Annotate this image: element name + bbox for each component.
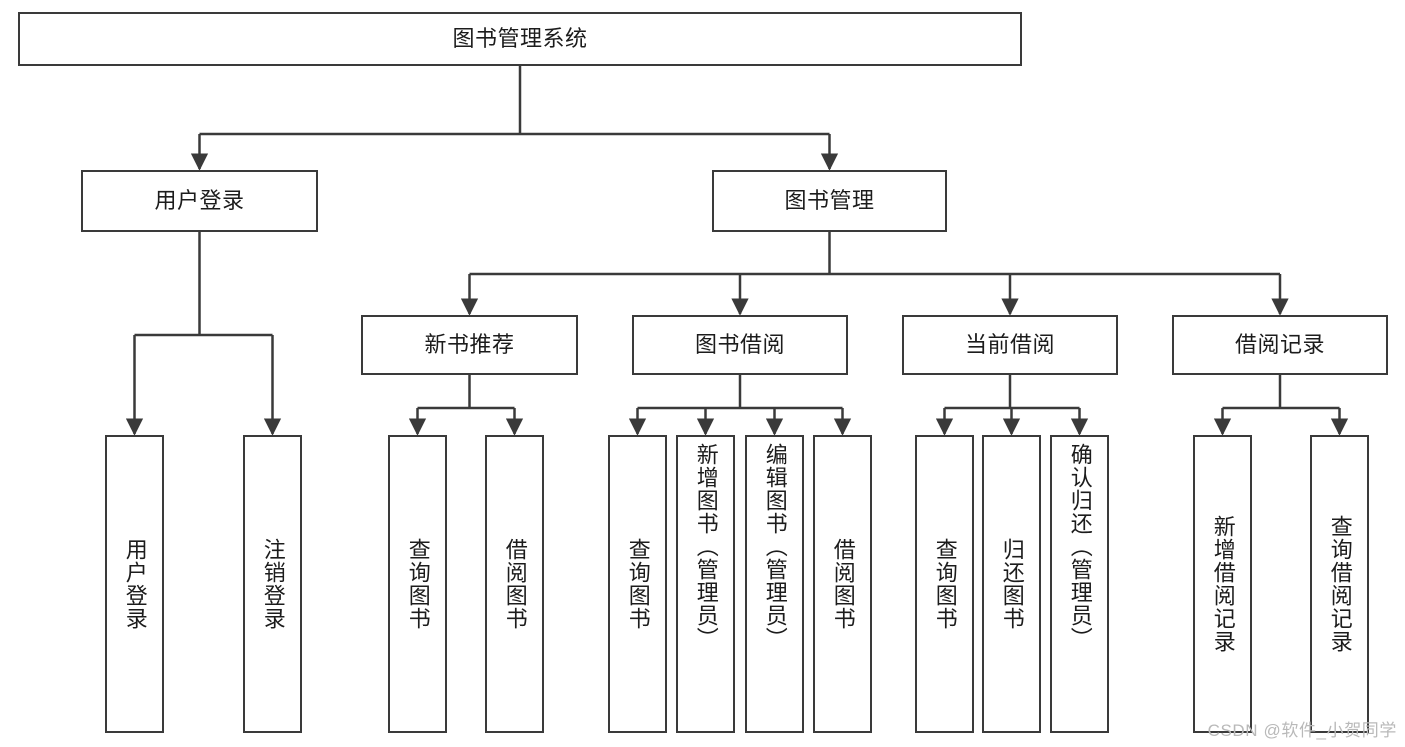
leaf-node-1[interactable]: 注销登录 — [243, 435, 302, 733]
csdn-watermark: CSDN @软件_小贺同学 — [1207, 721, 1397, 740]
level3-node-1[interactable]: 图书借阅 — [632, 315, 848, 375]
leaf-node-9[interactable]: 归还图书 — [982, 435, 1041, 733]
leaf-node-2[interactable]: 查询图书 — [388, 435, 447, 733]
level2-node-0-label: 用户登录 — [154, 188, 245, 214]
leaf-node-11-label: 新增借阅记录 — [1210, 515, 1236, 653]
leaf-node-4-label: 查询图书 — [625, 538, 651, 630]
leaf-node-3[interactable]: 借阅图书 — [485, 435, 544, 733]
leaf-node-7-label: 借阅图书 — [830, 538, 856, 630]
leaf-node-0[interactable]: 用户登录 — [105, 435, 164, 733]
leaf-node-10-label: 确认归还（管理员） — [1067, 443, 1093, 650]
leaf-node-9-label: 归还图书 — [999, 538, 1025, 630]
leaf-node-10[interactable]: 确认归还（管理员） — [1050, 435, 1109, 733]
leaf-node-8-label: 查询图书 — [932, 538, 958, 630]
leaf-node-12-label: 查询借阅记录 — [1327, 515, 1353, 653]
leaf-node-5-label: 新增图书（管理员） — [693, 443, 719, 650]
level3-node-2[interactable]: 当前借阅 — [902, 315, 1118, 375]
leaf-node-1-label: 注销登录 — [260, 538, 286, 630]
level3-node-1-label: 图书借阅 — [694, 332, 785, 358]
level3-node-0[interactable]: 新书推荐 — [361, 315, 578, 375]
level3-node-2-label: 当前借阅 — [964, 332, 1055, 358]
leaf-node-6[interactable]: 编辑图书（管理员） — [745, 435, 804, 733]
leaf-node-5[interactable]: 新增图书（管理员） — [676, 435, 735, 733]
leaf-node-6-label: 编辑图书（管理员） — [762, 443, 788, 650]
leaf-node-0-label: 用户登录 — [122, 538, 148, 630]
level3-node-3-label: 借阅记录 — [1234, 332, 1325, 358]
leaf-node-2-label: 查询图书 — [405, 538, 431, 630]
leaf-node-4[interactable]: 查询图书 — [608, 435, 667, 733]
level2-node-0[interactable]: 用户登录 — [81, 170, 318, 232]
leaf-node-3-label: 借阅图书 — [502, 538, 528, 630]
root-node-0-label: 图书管理系统 — [452, 26, 588, 52]
level3-node-3[interactable]: 借阅记录 — [1172, 315, 1388, 375]
level3-node-0-label: 新书推荐 — [424, 332, 515, 358]
leaf-node-12[interactable]: 查询借阅记录 — [1310, 435, 1369, 733]
leaf-node-8[interactable]: 查询图书 — [915, 435, 974, 733]
level2-node-1[interactable]: 图书管理 — [712, 170, 947, 232]
leaf-node-11[interactable]: 新增借阅记录 — [1193, 435, 1252, 733]
root-node-0[interactable]: 图书管理系统 — [18, 12, 1022, 66]
level2-node-1-label: 图书管理 — [784, 188, 875, 214]
leaf-node-7[interactable]: 借阅图书 — [813, 435, 872, 733]
